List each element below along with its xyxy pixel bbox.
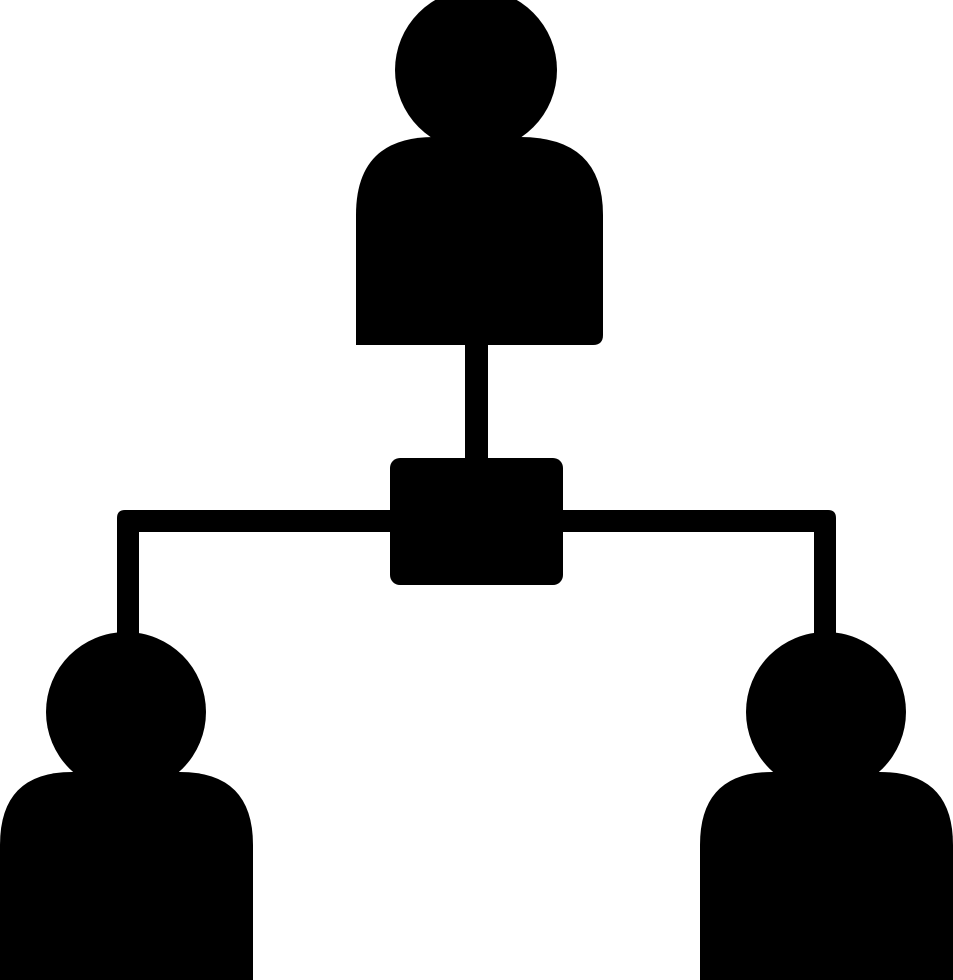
connector-parent-to-hub <box>465 330 488 470</box>
hub-square-node <box>390 458 563 585</box>
left-child-person-icon <box>0 632 253 980</box>
connectors <box>117 330 836 650</box>
connector-hub-to-right-child <box>553 510 836 650</box>
left-child-person-body <box>0 772 253 980</box>
right-child-person-head <box>746 632 906 792</box>
parent-person-body <box>356 137 603 345</box>
parent-person-icon <box>356 0 603 345</box>
connector-hub-to-left-child <box>117 510 400 650</box>
right-child-person-icon <box>700 632 953 980</box>
right-child-person-body <box>700 772 953 980</box>
left-child-person-head <box>46 632 206 792</box>
parent-person-head <box>395 0 557 151</box>
